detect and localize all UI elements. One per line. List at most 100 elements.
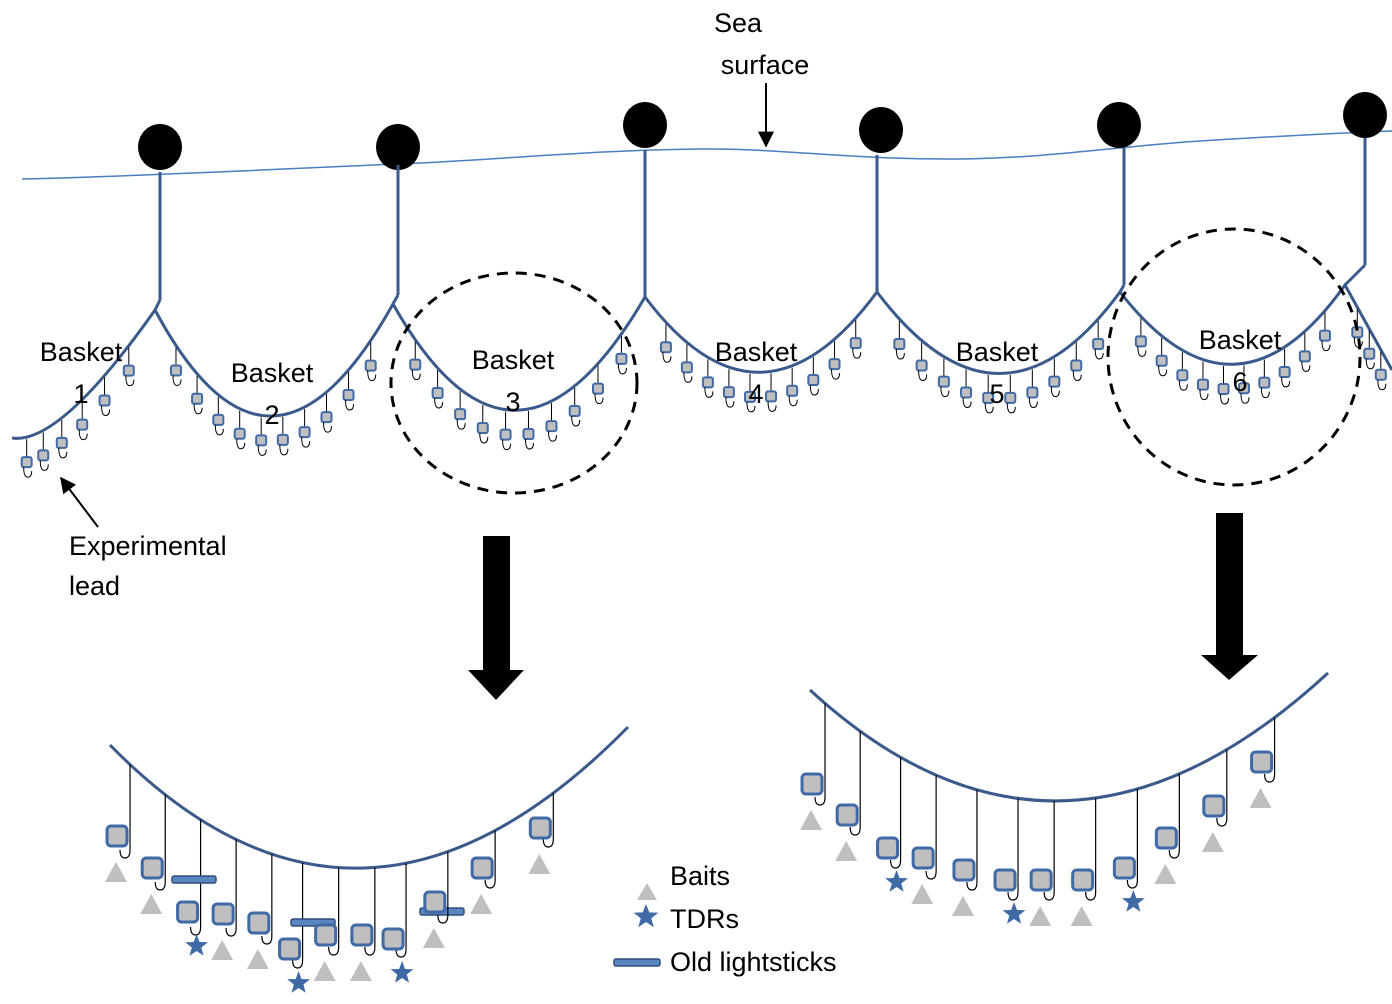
branchline-hook [1374, 351, 1387, 391]
hook-box [1298, 350, 1311, 363]
hook [1199, 389, 1209, 401]
float-buoy-6 [1343, 92, 1387, 138]
hook-box [807, 374, 820, 387]
detail-hook-box [176, 900, 200, 924]
hook-box [765, 390, 778, 403]
branchline-hook [169, 347, 182, 386]
hook [193, 403, 203, 415]
hook-box [55, 436, 68, 449]
branchline-hook [233, 410, 246, 450]
branchline-hook [55, 419, 68, 459]
hook [323, 422, 333, 433]
basket-3-label: Basket [472, 345, 555, 375]
hook-box [1048, 375, 1061, 388]
branchline-hook [320, 394, 333, 433]
branchline-hook [893, 320, 906, 360]
branchline-hook [591, 365, 604, 405]
hook [940, 386, 950, 398]
hook-box [1026, 386, 1039, 399]
hook [411, 369, 421, 381]
hook-box [893, 337, 906, 350]
hook [895, 348, 905, 360]
hook [767, 401, 777, 412]
detail-branchline-12 [1249, 717, 1276, 808]
detail-branchline-4 [211, 839, 237, 960]
detail-hook [484, 858, 496, 889]
bait-marker [470, 894, 493, 914]
bait-marker [105, 862, 128, 882]
branchline-hook [701, 359, 714, 398]
float-buoy-1 [138, 124, 182, 170]
hook-box [659, 341, 672, 354]
hook-box [276, 433, 289, 446]
hook-box [568, 404, 581, 417]
branchline-hook [1070, 342, 1083, 381]
hook [125, 375, 135, 387]
detail-hook [925, 849, 937, 880]
branchline-hook [276, 416, 289, 456]
basket-6-highlight-circle [1106, 227, 1362, 487]
detail-hook-box [1202, 794, 1226, 818]
branchline-hook [1278, 349, 1291, 388]
hook [1365, 358, 1375, 370]
basket-labels: Basket 1 Basket 2 Basket 3 Basket 4 Bask… [40, 325, 1282, 430]
hook-box [1217, 382, 1230, 395]
hook-box [960, 386, 973, 399]
detail-hook [814, 775, 826, 806]
bait-marker [1249, 788, 1272, 808]
detail-hook-box [911, 846, 935, 870]
hook [852, 348, 862, 359]
legend-tdr-icon [633, 904, 659, 928]
float-line-kink-1 [153, 299, 162, 311]
hook [984, 402, 994, 414]
basket-branchlines [20, 309, 1387, 478]
detail-hook [291, 938, 304, 969]
branchline-hook [807, 357, 820, 396]
hook-box [454, 408, 467, 421]
bait-marker [911, 884, 934, 904]
hook-box [1092, 337, 1105, 350]
detail-branchline-2 [140, 794, 166, 914]
hook [434, 398, 444, 409]
detail-hook [1007, 870, 1019, 901]
detail-hook-box [105, 824, 129, 848]
detail-hook-box [470, 856, 494, 880]
detail-branchline-3 [876, 757, 908, 892]
detail-hook-box [278, 937, 302, 961]
detail-branchline-3 [171, 819, 217, 956]
bait-marker [1201, 832, 1224, 852]
detail-hook [154, 860, 166, 891]
detail-branchline-7 [1029, 800, 1055, 926]
bait-marker [528, 854, 551, 874]
detail-hook [1126, 858, 1138, 889]
float-buoys [138, 92, 1387, 170]
hook [831, 369, 841, 380]
zoom-arrow-basket-6 [1201, 513, 1258, 680]
detail-hook [328, 925, 340, 956]
hook [456, 419, 466, 430]
detail-hook [889, 838, 902, 869]
float-buoy-5 [1097, 102, 1141, 148]
hook [1072, 370, 1082, 381]
hook-box [20, 456, 33, 469]
basket-5-label: Basket [956, 337, 1039, 367]
branchline-hook [431, 370, 444, 409]
basket-1-label: Basket [40, 337, 123, 367]
detail-hook [364, 925, 376, 956]
detail-hook-box [952, 858, 976, 882]
hook-box [233, 427, 246, 440]
experimental-lead-label-line1: Experimental [69, 531, 227, 561]
detail-branchline-1 [105, 764, 131, 882]
hook-box [937, 375, 950, 388]
branchline-hook [960, 369, 973, 408]
detail-hook [189, 905, 202, 936]
branchline-hook [1363, 330, 1376, 370]
detail-branchline-10 [1154, 773, 1180, 884]
hook [1240, 393, 1250, 404]
hook-box [982, 391, 995, 404]
float-buoy-3 [623, 102, 667, 148]
hook-box [722, 386, 735, 399]
bait-marker [349, 961, 372, 981]
hook [345, 399, 355, 411]
hook [101, 405, 111, 417]
